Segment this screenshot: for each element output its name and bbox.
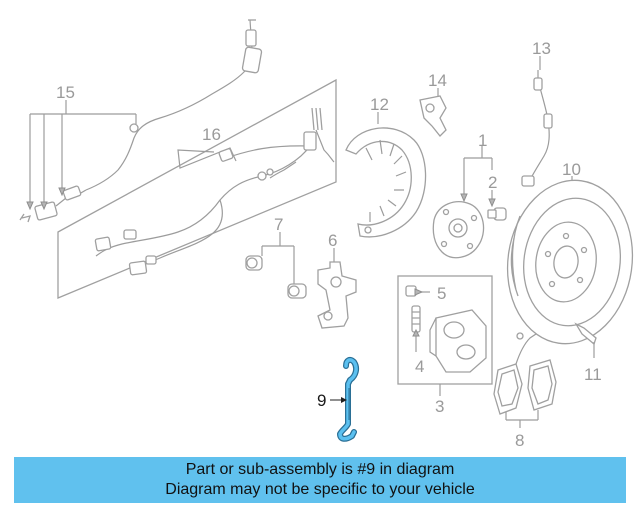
brake-rotor-group [506, 176, 634, 345]
brake-caliper [435, 309, 487, 373]
sensor-cable-group [19, 19, 263, 223]
carrier-bracket [317, 261, 357, 329]
rotor-screw-group [574, 322, 597, 358]
callout-4: 4 [415, 357, 424, 376]
dust-shield-group [345, 112, 427, 238]
carrier-bracket-group [317, 248, 357, 329]
sensor-lead-group [521, 56, 553, 187]
callout-9-arrow [341, 397, 347, 403]
callout-16: 16 [202, 125, 221, 144]
callout-11: 11 [584, 365, 602, 384]
dust-shield [345, 127, 427, 238]
banner-line-part: Part or sub-assembly is #9 in diagram [185, 461, 455, 478]
bolts-group [245, 232, 307, 299]
pad-retaining-spring[interactable] [330, 356, 360, 442]
callout-5: 5 [437, 284, 446, 303]
callout-15: 15 [56, 83, 75, 102]
callout-2: 2 [488, 173, 497, 192]
rotor-screw [574, 322, 597, 346]
part-info-banner: Part or sub-assembly is #9 in diagram Di… [14, 457, 626, 503]
callout-13: 13 [532, 39, 551, 58]
harness-panel-group [57, 78, 337, 299]
callout-10: 10 [562, 160, 581, 179]
harness-panel-outline [57, 78, 337, 299]
caliper-assembly-box [397, 275, 493, 385]
wheel-hub-group [432, 146, 493, 259]
pad-spring-highlight [338, 358, 358, 441]
callout-6: 6 [328, 231, 337, 250]
caliper-assembly-group [397, 275, 493, 396]
callouts: 1 2 3 4 5 6 7 8 9 10 11 12 13 14 15 16 [56, 39, 602, 450]
callout-7: 7 [274, 215, 283, 234]
callout-12: 12 [370, 95, 389, 114]
brake-pads-group [493, 332, 557, 428]
callout-1: 1 [478, 131, 487, 150]
callout-14: 14 [428, 71, 447, 90]
callout-8: 8 [515, 431, 524, 450]
callout-3: 3 [435, 397, 444, 416]
speed-sensor [419, 95, 447, 137]
hub-bolt-group [487, 190, 507, 221]
callout-9: 9 [317, 391, 326, 410]
speed-sensor-group [419, 88, 447, 137]
banner-line-disclaimer: Diagram may not be specific to your vehi… [165, 481, 475, 498]
